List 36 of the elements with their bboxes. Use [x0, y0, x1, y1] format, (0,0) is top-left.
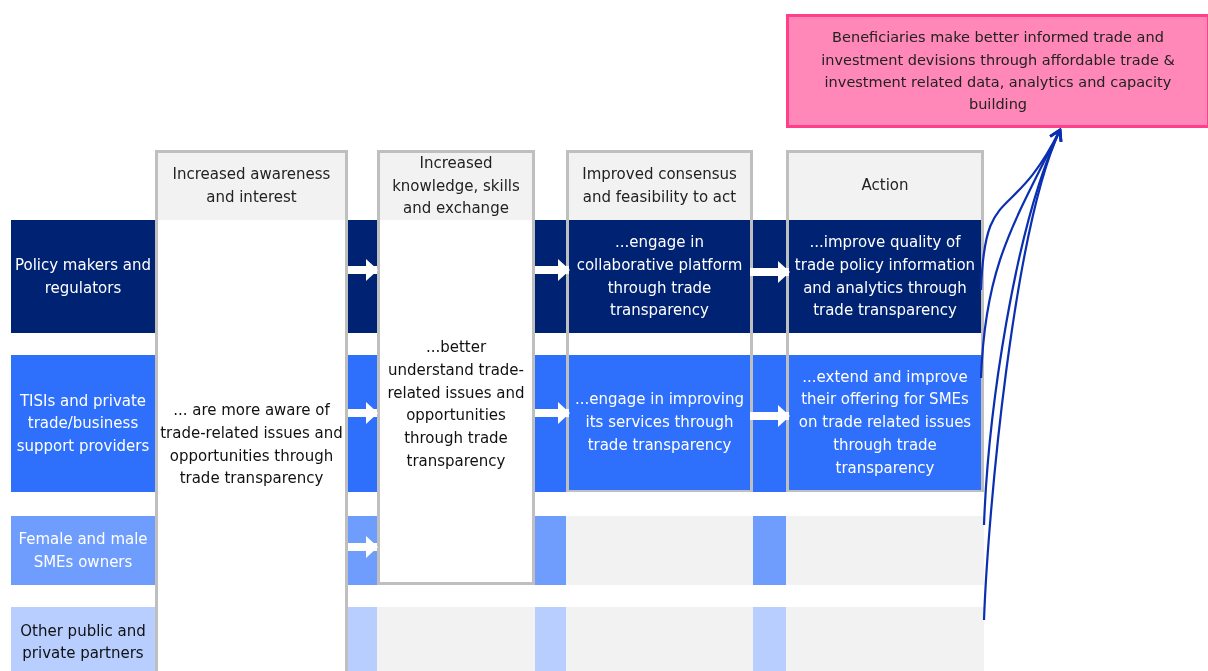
row-label: Female and male SMEs owners [17, 529, 149, 573]
block-arrow [348, 259, 378, 281]
block-arrow [348, 402, 378, 424]
row-label: Other public and private partners [19, 620, 147, 664]
column-text: ... are more aware of trade-related issues and opportunities through trade transparency [160, 400, 343, 490]
column-heading: Improved consensus and feasibility to act [581, 164, 738, 208]
outcome-cell [569, 355, 750, 490]
row-label-box [11, 220, 155, 333]
block-arrow [750, 405, 790, 427]
cell-text: ...engage in improving its services through trade transparency [573, 389, 746, 456]
row-label-box [11, 516, 155, 585]
block-arrow [750, 261, 790, 283]
outcome-cell [789, 220, 981, 333]
column-text: ...better understand trade-related issues and opportunities through trade transparency [386, 337, 526, 472]
cell-text: ...extend and improve their offering for SMEs on trade related issues through trade transparency [797, 366, 973, 479]
column-heading: Increased knowledge, skills and exchange [391, 153, 521, 219]
column-box [566, 150, 753, 492]
block-arrow [535, 259, 570, 281]
column-heading: Increased awareness and interest [171, 164, 332, 208]
column-box [155, 150, 348, 671]
block-arrow [535, 402, 570, 424]
block-arrow [348, 536, 378, 558]
cell-text: ...improve quality of trade policy information and analytics through trade transparency [793, 231, 977, 322]
row-label: TISIs and private trade/business support providers [15, 390, 151, 457]
curved-arrow [982, 128, 1064, 621]
outcome-cell [569, 220, 750, 333]
row-label-box [11, 607, 155, 671]
cell-text: ...engage in collaborative platform through trade transparency [575, 231, 744, 322]
column-heading: Action [860, 175, 910, 196]
row-label-box [11, 355, 155, 492]
goal-box [786, 14, 1208, 128]
column-box [377, 150, 535, 585]
column-box [786, 150, 984, 492]
goal-text: Beneficiaries make better informed trade and investment devisions through affordable trade & investment related data, analytics and capacity building [820, 28, 1176, 115]
outcome-cell [789, 355, 981, 490]
row-label: Policy makers and regulators [14, 255, 152, 299]
